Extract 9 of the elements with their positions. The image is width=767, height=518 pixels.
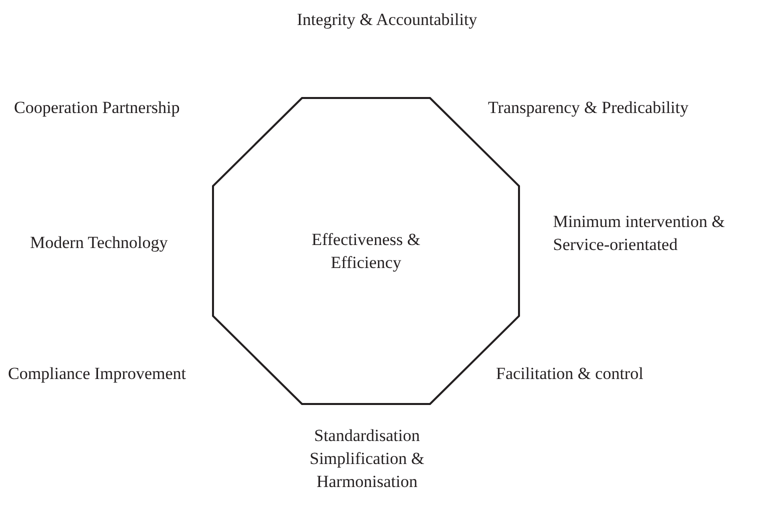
principle-label: Modern Technology [30, 232, 169, 254]
principle-label: Minimum intervention & Service-orientated [553, 211, 726, 256]
node-text: Effectiveness & Efficiency [310, 229, 422, 274]
principle-label: Transparency & Predicability [488, 97, 690, 119]
principle-label: Integrity & Accountability [296, 9, 478, 31]
principle-label: Cooperation Partnership [14, 97, 181, 119]
principle-label: Facilitation & control [496, 363, 644, 385]
principle-label: Compliance Improvement [8, 363, 187, 385]
principle-label: Standardisation Simplification & Harmonisation [308, 425, 426, 493]
